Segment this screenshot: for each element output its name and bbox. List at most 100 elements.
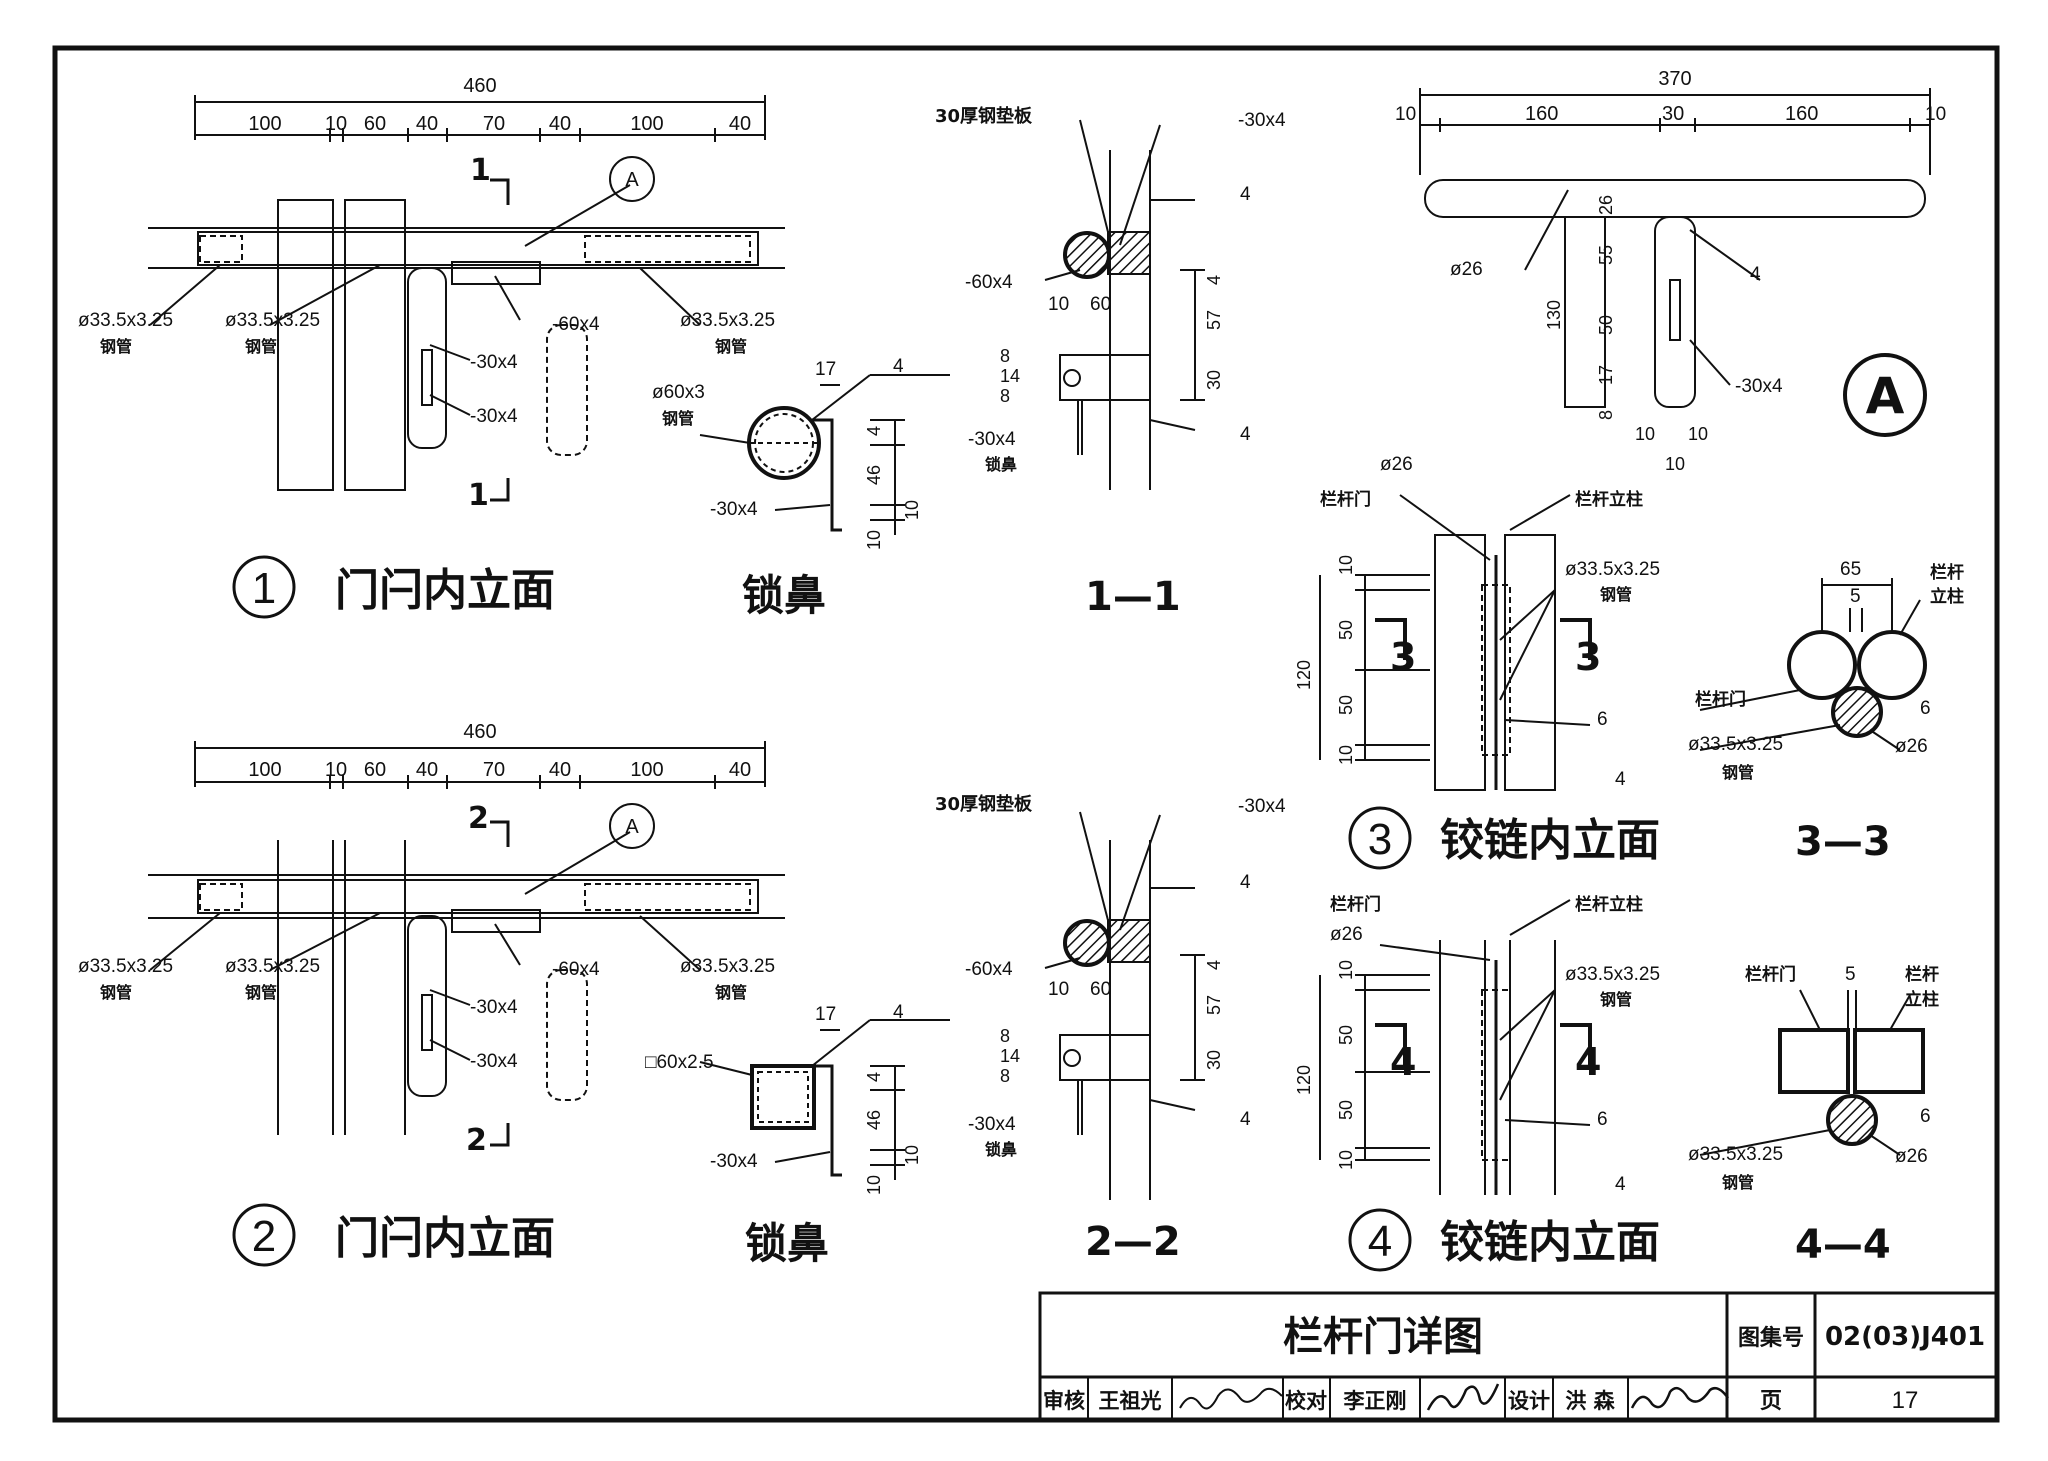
view-3-labels: ø26 栏杆门 栏杆立柱 ø33.5x3.25 钢管 3 3 10 50 50 …	[1294, 454, 1660, 870]
cut-label: 2	[466, 1123, 487, 1158]
dim-seg: 40	[729, 759, 751, 781]
cut-label: 4	[1575, 1040, 1601, 1084]
dim: 30	[1662, 103, 1684, 125]
pipe-type: 钢管	[100, 337, 132, 356]
sheet-border	[52, 45, 2000, 1423]
dim: 55	[1596, 245, 1616, 265]
detail-a-labels: 370 10 160 30 160 10 26 55 130 50 17 8 ø…	[1395, 68, 1946, 474]
dim: 10	[1048, 294, 1069, 315]
check-label: 校对	[1285, 1389, 1327, 1413]
detail-a	[1419, 88, 1931, 437]
section-title: 2—2	[1085, 1219, 1181, 1265]
section-4-4-labels: 5 栏杆 立柱 栏杆门 ø33.5x3.25 钢管 ø26 6 4—4	[1688, 964, 1939, 1268]
plate-spec: -30x4	[1238, 796, 1286, 817]
dim: 8	[1000, 1066, 1010, 1086]
dim-seg: 10	[325, 113, 347, 135]
dim: 10	[902, 500, 922, 520]
post-label: 栏杆立柱	[1575, 894, 1643, 915]
door-label: 栏杆门	[1330, 894, 1381, 915]
view-number: 3	[1368, 815, 1392, 864]
plate-spec: -30x4	[710, 1151, 758, 1172]
section-4-4	[1699, 989, 1925, 1156]
dim: 10	[1336, 1150, 1356, 1170]
design-label: 设计	[1508, 1389, 1550, 1413]
pad-spec: 30厚钢垫板	[935, 793, 1033, 815]
dim: 5	[1850, 586, 1861, 607]
view-title: 门闩内立面	[335, 565, 555, 616]
dim: 26	[1596, 195, 1616, 215]
dim: 65	[1840, 559, 1861, 580]
view-number: 2	[252, 1212, 276, 1261]
section-2-2	[1044, 811, 1205, 1200]
view-title: 锁鼻	[742, 571, 826, 620]
pipe-type: 钢管	[245, 983, 277, 1002]
view-title: 锁鼻	[745, 1219, 829, 1268]
dim: 8	[1000, 346, 1010, 366]
cut-label: 3	[1575, 635, 1601, 679]
post-label: 栏杆	[1905, 964, 1939, 985]
lock-label: 锁鼻	[985, 455, 1017, 474]
dim: 10	[1665, 454, 1685, 474]
pipe-spec: ø33.5x3.25	[78, 956, 173, 977]
plate-spec: -60x4	[965, 959, 1013, 980]
dim: 10	[864, 530, 884, 550]
detail-ref: A	[625, 816, 639, 838]
pipe-type: 钢管	[715, 983, 747, 1002]
pipe-type: 钢管	[1600, 990, 1632, 1009]
plate-spec: -30x4	[470, 352, 518, 373]
dim: 10	[1048, 979, 1069, 1000]
weld-size: 4	[1615, 769, 1626, 790]
dim-seg: 40	[729, 113, 751, 135]
section-title: 1—1	[1085, 574, 1181, 620]
section-1-1-labels: 30厚钢垫板 -30x4 4 -60x4 10 60 4 57 30 8 14 …	[935, 105, 1286, 620]
dim-seg: 100	[248, 113, 281, 135]
post-label: 栏杆	[1930, 562, 1964, 583]
dim-seg: 40	[416, 113, 438, 135]
pipe-type: 钢管	[662, 409, 694, 428]
dim: 160	[1785, 103, 1818, 125]
review-name: 王祖光	[1099, 1389, 1162, 1413]
rod-spec: ø26	[1380, 454, 1413, 475]
section-title: 3—3	[1795, 819, 1891, 865]
weld-size: 4	[1240, 1109, 1251, 1130]
pipe-spec: ø33.5x3.25	[1688, 1144, 1783, 1165]
weld-size: 6	[1597, 709, 1608, 730]
dim: 10	[1336, 745, 1356, 765]
view-number-circle	[232, 555, 296, 619]
dim-seg: 60	[364, 113, 386, 135]
pipe-type: 钢管	[1722, 763, 1754, 782]
section-3-3-labels: 65 5 栏杆 立柱 栏杆门 ø33.5x3.25 钢管 ø26 6 3—3	[1688, 559, 1964, 865]
dim: 4	[1204, 275, 1224, 285]
post-label: 立柱	[1930, 586, 1964, 607]
dim: 17	[815, 1004, 836, 1025]
view-2-labels: 460 100 10 60 40 70 40 100 40 2 2 A ø33.…	[78, 721, 775, 1267]
pipe-spec: ø33.5x3.25	[225, 956, 320, 977]
pipe-spec: ø33.5x3.25	[680, 310, 775, 331]
section-3-3	[1699, 578, 1927, 751]
weld-size: 4	[1750, 264, 1761, 285]
pipe-spec: ø33.5x3.25	[1688, 734, 1783, 755]
dim-total: 460	[463, 721, 496, 743]
dim: 4	[864, 1072, 884, 1082]
lock-2	[699, 1019, 950, 1180]
dim: 10	[1336, 960, 1356, 980]
rod-spec: ø26	[1895, 736, 1928, 757]
lock-label: 锁鼻	[985, 1140, 1017, 1159]
plate-spec: -60x4	[552, 314, 600, 335]
dim: 17	[815, 359, 836, 380]
weld-size: 4	[893, 356, 904, 377]
dim: 5	[1845, 964, 1856, 985]
check-name: 李正刚	[1343, 1389, 1407, 1413]
dim-seg: 10	[325, 759, 347, 781]
plate-spec: -30x4	[470, 406, 518, 427]
rod-spec: ø26	[1895, 1146, 1928, 1167]
weld-size: 6	[1920, 698, 1931, 719]
pad-spec: 30厚钢垫板	[935, 105, 1033, 127]
plate-spec: -60x4	[552, 959, 600, 980]
door-label: 栏杆门	[1320, 489, 1371, 510]
pipe-spec: ø60x3	[652, 382, 705, 403]
weld-size: 4	[1615, 1174, 1626, 1195]
dim: 130	[1544, 300, 1564, 330]
dim: 4	[1204, 960, 1224, 970]
dim: 10	[902, 1145, 922, 1165]
